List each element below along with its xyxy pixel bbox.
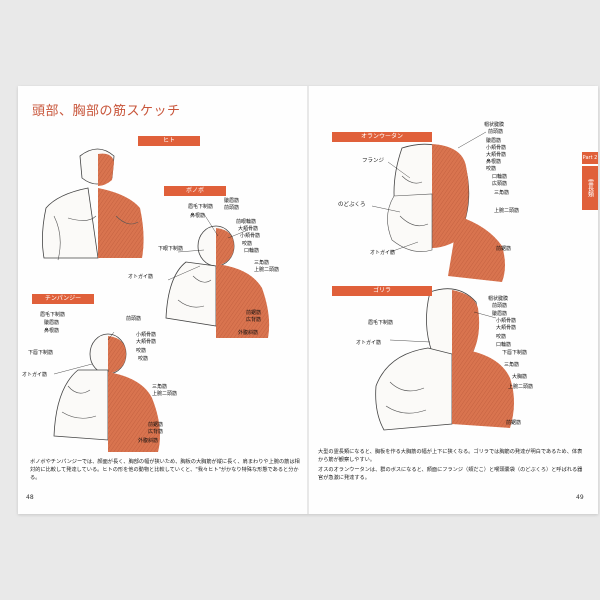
banner-orangutan: オランウータン [332,132,432,142]
label: 三角筋 [254,260,270,266]
label: 前鋸筋 [246,310,262,316]
label: 皺眉筋 [224,198,240,204]
label: 皺眉筋 [486,138,502,144]
anatomy-illustrations [42,131,514,452]
label: 前頭筋 [126,316,142,322]
label: 大胸筋 [512,374,528,380]
bonobo-sketch [165,225,270,338]
label: 上腕二頭筋 [254,267,280,273]
label: 上腕二頭筋 [494,208,520,214]
label: フランジ [362,158,385,164]
label: 大頬骨筋 [486,152,507,158]
label: 前眼輪筋 [236,219,257,225]
label: 前鋸筋 [148,422,164,428]
label: 皺眉筋 [492,311,508,317]
body-text-right-2: オスのオランウータンは、群のボスになると、顔面にフランジ（頬だこ）と喉頭嚢袋（の… [318,467,583,481]
label: 口輪筋 [244,248,260,254]
label: 口輪筋 [492,174,508,180]
label: 広背筋 [148,429,164,435]
label: 広頸筋 [492,181,508,187]
banner-human: ヒト [138,136,200,146]
label: 鼻根筋 [44,328,60,334]
body-text-left: ボノボやチンパンジーでは、顔面が長く、胸部の幅が狭いため、胸板の大胸筋が縦に長く… [30,459,300,481]
label: 小頬骨筋 [486,145,507,151]
banner-chimp: チンパンジー [32,294,94,304]
label: 咬筋 [242,241,253,247]
label: 大頬骨筋 [496,325,517,331]
label: 外腹斜筋 [238,330,259,336]
label: 口輪筋 [496,342,512,348]
label: 皺眉筋 [44,320,60,326]
label: 広背筋 [246,317,262,323]
page-title: 頭部、胸部の筋スケッチ [32,104,181,119]
orangutan-sketch [387,143,505,282]
label: 鼻根筋 [486,159,502,165]
label: 前頭筋 [488,129,504,135]
part-tab: Part 2 [582,152,598,164]
label: 小頬骨筋 [496,318,517,324]
label: 小頬骨筋 [136,332,157,338]
label: 三角筋 [494,190,510,196]
label: 大頬骨筋 [238,226,259,232]
gorilla-sketch [375,288,514,431]
label: 咬筋 [496,334,507,340]
label: 咬筋 [486,166,497,172]
label: 眉毛下制筋 [188,204,214,210]
label: 下眼下制筋 [158,246,184,252]
label: 大頬骨筋 [136,339,157,345]
label: 前鋸筋 [496,246,512,252]
label: 眉毛下制筋 [40,312,66,318]
page-gutter [307,86,309,514]
label: 前鋸筋 [506,420,522,426]
label: オトガイ筋 [370,250,396,256]
banner-gorilla: ゴリラ [332,286,432,296]
leader-lines [53,131,497,375]
label: 鼻根筋 [190,213,206,219]
banner-bonobo: ボノボ [164,186,226,196]
label: 前頭筋 [224,205,240,211]
label: 眉毛下制筋 [368,320,394,326]
label: 三角筋 [152,384,168,390]
label: 下唇下制筋 [28,350,54,356]
page-number-left: 48 [26,494,34,501]
label: オトガイ筋 [22,372,48,378]
label: 咬筋 [136,348,147,354]
page-number-right: 49 [576,494,584,501]
label: のどぶくろ [338,202,366,208]
human-sketch [42,148,144,261]
label: オトガイ筋 [128,274,154,280]
side-tab: 霊長類 [582,166,598,210]
label: 上腕二頭筋 [152,391,178,397]
label: オトガイ筋 [356,340,382,346]
label: 帽状腱膜 [488,296,509,302]
label: 前頭筋 [492,303,508,309]
label: 三角筋 [504,362,520,368]
label: 咬筋 [138,356,149,362]
label: 外腹斜筋 [138,438,159,444]
label: 小頬骨筋 [240,233,261,239]
label: 上腕二頭筋 [508,384,534,390]
label: 下唇下制筋 [502,350,528,356]
chimp-sketch [53,333,160,452]
label: 帽状腱膜 [484,122,505,128]
body-text-right-1: 大型の霊長類になると、胸板を作る大胸筋の幅が上下に狭くなる。ゴリラでは胸筋の発達… [318,449,583,463]
book-spread: 頭部、胸部の筋スケッチ ヒト ボノボ チンパンジー オランウータン ゴリラ Pa… [18,86,598,514]
